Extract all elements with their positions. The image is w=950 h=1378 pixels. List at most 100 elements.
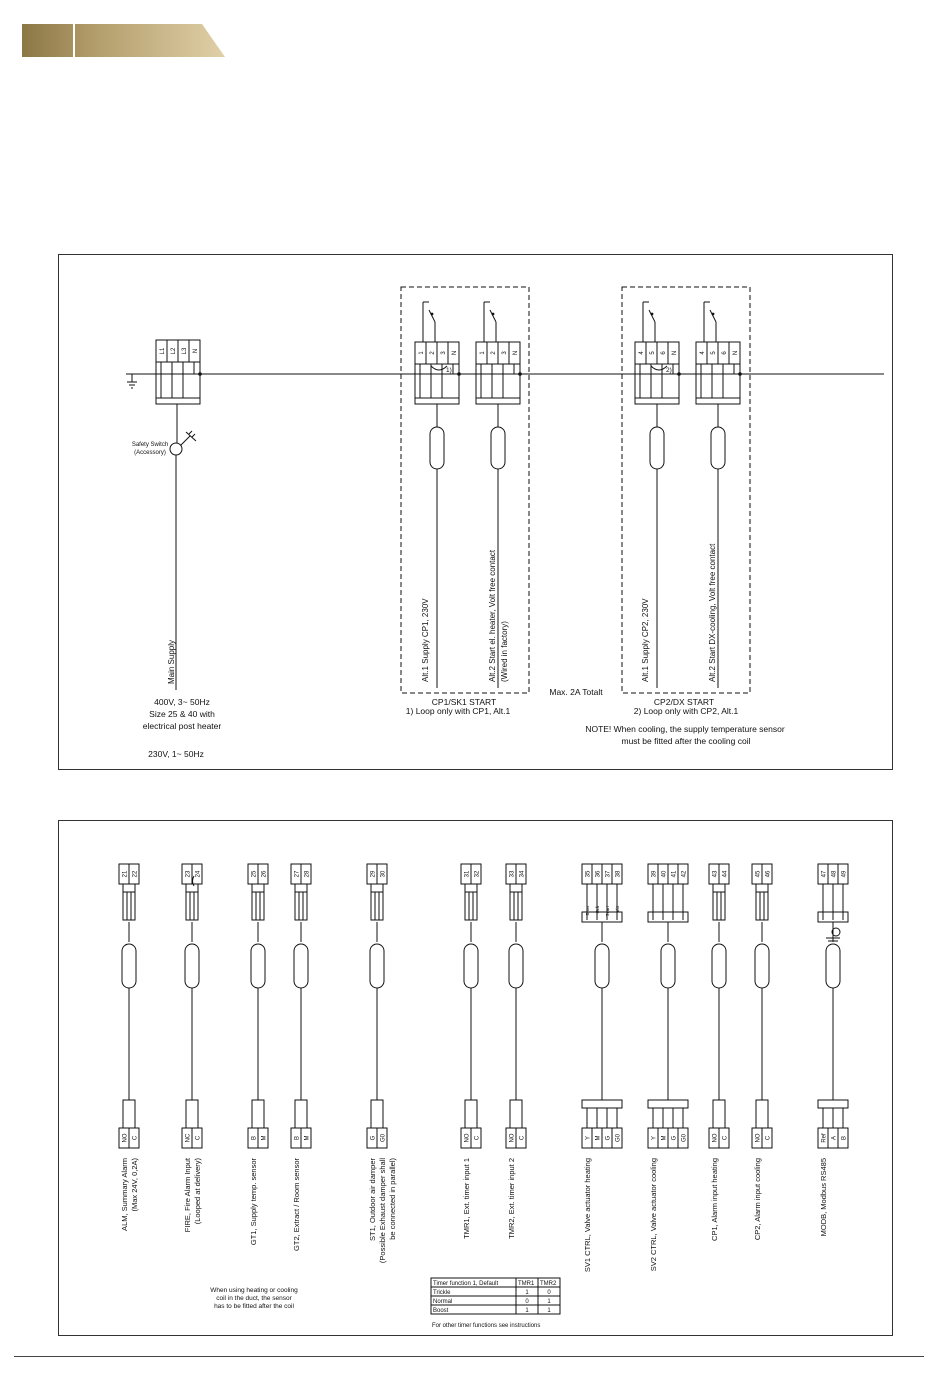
terminal-label: NO: [713, 1133, 719, 1142]
cp2-b-contact-dot: [711, 312, 715, 316]
group-31-32-label: TMR1, Ext. timer input 1: [462, 1158, 471, 1239]
cp2-a-gland: [649, 426, 665, 470]
cp1-dashed-box: [400, 286, 530, 694]
terminal-label: G0: [616, 1133, 622, 1142]
max-current-note: Max. 2A Totalt: [549, 687, 603, 697]
terminal-label: 5: [711, 351, 717, 355]
group-47-49-bottom-sleeve: [817, 1099, 849, 1109]
terminal-label: 4: [639, 351, 645, 355]
group-47-49-bottom-terminals: [817, 1127, 849, 1149]
group-39-42-bottom-sleeve: [647, 1099, 689, 1109]
cp1-label-b: Alt.2 Start el. heater, Volt free contac…: [488, 549, 497, 682]
group-29-30-bottom-sleeve: [370, 1099, 384, 1129]
terminal-label: 6: [722, 351, 728, 355]
power-panel: [58, 254, 893, 770]
terminal-label: 28: [305, 870, 311, 877]
safety-switch-label: Safety Switch: [132, 442, 168, 448]
cp2-b-contact: [709, 309, 717, 323]
cp1-b-gland: [490, 426, 506, 470]
terminal-label: G: [606, 1135, 612, 1140]
junction-dot: [677, 372, 681, 376]
terminal-label: M: [305, 1136, 311, 1141]
terminal-label: 23: [186, 870, 192, 877]
cp2-label-b: Alt.2 Start DX-cooling, Volt free contac…: [708, 543, 717, 682]
safety-switch-icon: [188, 430, 193, 435]
safety-switch-icon: [169, 442, 183, 456]
group-33-34-top-connector: [509, 883, 523, 893]
timer-table-header: TMR2: [540, 1281, 557, 1287]
safety-switch-icon: [191, 433, 196, 438]
cp1-label-b-note: (Wired in factory): [500, 621, 509, 682]
group-43-44-top-sleeve: [712, 891, 726, 921]
group-27-28-bottom-sleeve: [294, 1099, 308, 1129]
footer-rule: [14, 1356, 924, 1357]
terminal-label: C: [766, 1135, 772, 1140]
group-25-26-top-connector: [251, 883, 265, 893]
cp2-note: 2) Loop only with CP2, Alt.1: [634, 706, 739, 716]
group-31-32-top-connector: [464, 883, 478, 893]
junction-dot: [198, 372, 202, 376]
terminal-label: B: [252, 1136, 258, 1140]
terminal-label: NO: [510, 1133, 516, 1142]
timer-table-header: Timer function 1, Default: [433, 1281, 498, 1287]
timer-table-value: 1: [547, 1299, 551, 1305]
timer-table-value: Normal: [433, 1299, 452, 1305]
sensor-note: coil in the duct, the sensor: [216, 1295, 292, 1302]
group-43-44-top-connector: [712, 883, 726, 893]
group-33-34-gland: [508, 943, 524, 989]
group-39-42-label: SV2 CTRL, Valve actuator cooling: [649, 1158, 658, 1271]
supply-note: electrical post heater: [143, 721, 222, 731]
group-33-34-label: TMR2, Ext. timer input 2: [507, 1158, 516, 1239]
cp1-a-loop: [430, 365, 448, 371]
group-39-42-gland: [660, 943, 676, 989]
timer-table-value: 0: [525, 1299, 529, 1305]
cooling-note: NOTE! When cooling, the supply temperatu…: [585, 724, 785, 734]
terminal-label: L1: [160, 347, 166, 354]
terminal-label: 29: [371, 870, 377, 877]
terminal-label: 35: [586, 870, 592, 877]
terminal-label: 45: [756, 870, 762, 877]
group-35-38-wire-label: Svart: [605, 905, 610, 916]
group-29-30-top-connector: [370, 883, 384, 893]
junction-dot: [518, 372, 522, 376]
group-23-24-gland: [184, 943, 200, 989]
terminal-label: NC: [186, 1133, 192, 1142]
timer-table-value: Boost: [433, 1308, 449, 1314]
header-bar: [22, 24, 225, 57]
group-25-26-top-sleeve: [251, 891, 265, 921]
group-39-42-top-sleeve: [647, 911, 689, 923]
supply-alt-note: 230V, 1~ 50Hz: [148, 749, 204, 759]
group-31-32-top-sleeve: [464, 891, 478, 921]
group-29-30-gland: [369, 943, 385, 989]
group-23-24-label: (Looped at delivery): [193, 1158, 202, 1225]
group-25-26-bottom-sleeve: [251, 1099, 265, 1129]
terminal-label: 25: [252, 870, 258, 877]
cp1-a-gland: [429, 426, 445, 470]
cp1-b-contact: [489, 309, 497, 323]
terminal-label: 34: [520, 870, 526, 877]
group-21-22-top-connector: [122, 883, 136, 893]
safety-switch-icon: [185, 431, 197, 442]
terminal-label: 39: [652, 870, 658, 877]
terminal-label: 46: [766, 870, 772, 877]
junction-dot: [738, 372, 742, 376]
terminal-label: 26: [262, 870, 268, 877]
cp2-b-gland: [710, 426, 726, 470]
group-31-32-bottom-sleeve: [464, 1099, 478, 1129]
terminal-label: 33: [510, 870, 516, 877]
cp1-a-contact: [428, 309, 436, 323]
terminal-label: 38: [616, 870, 622, 877]
group-25-26-gland: [250, 943, 266, 989]
terminal-label: 30: [381, 870, 387, 877]
group-29-30-top-sleeve: [370, 891, 384, 921]
group-27-28-top-sleeve: [294, 891, 308, 921]
terminal-label: N: [733, 351, 739, 355]
group-23-24-top-sleeve: [185, 891, 199, 921]
terminal-label: NO: [123, 1133, 129, 1142]
terminal-label: G0: [682, 1133, 688, 1142]
group-43-44-gland: [711, 943, 727, 989]
cp1-b-contact-dot: [491, 312, 495, 316]
terminal-label: 42: [682, 870, 688, 877]
terminal-label: N: [513, 351, 519, 355]
